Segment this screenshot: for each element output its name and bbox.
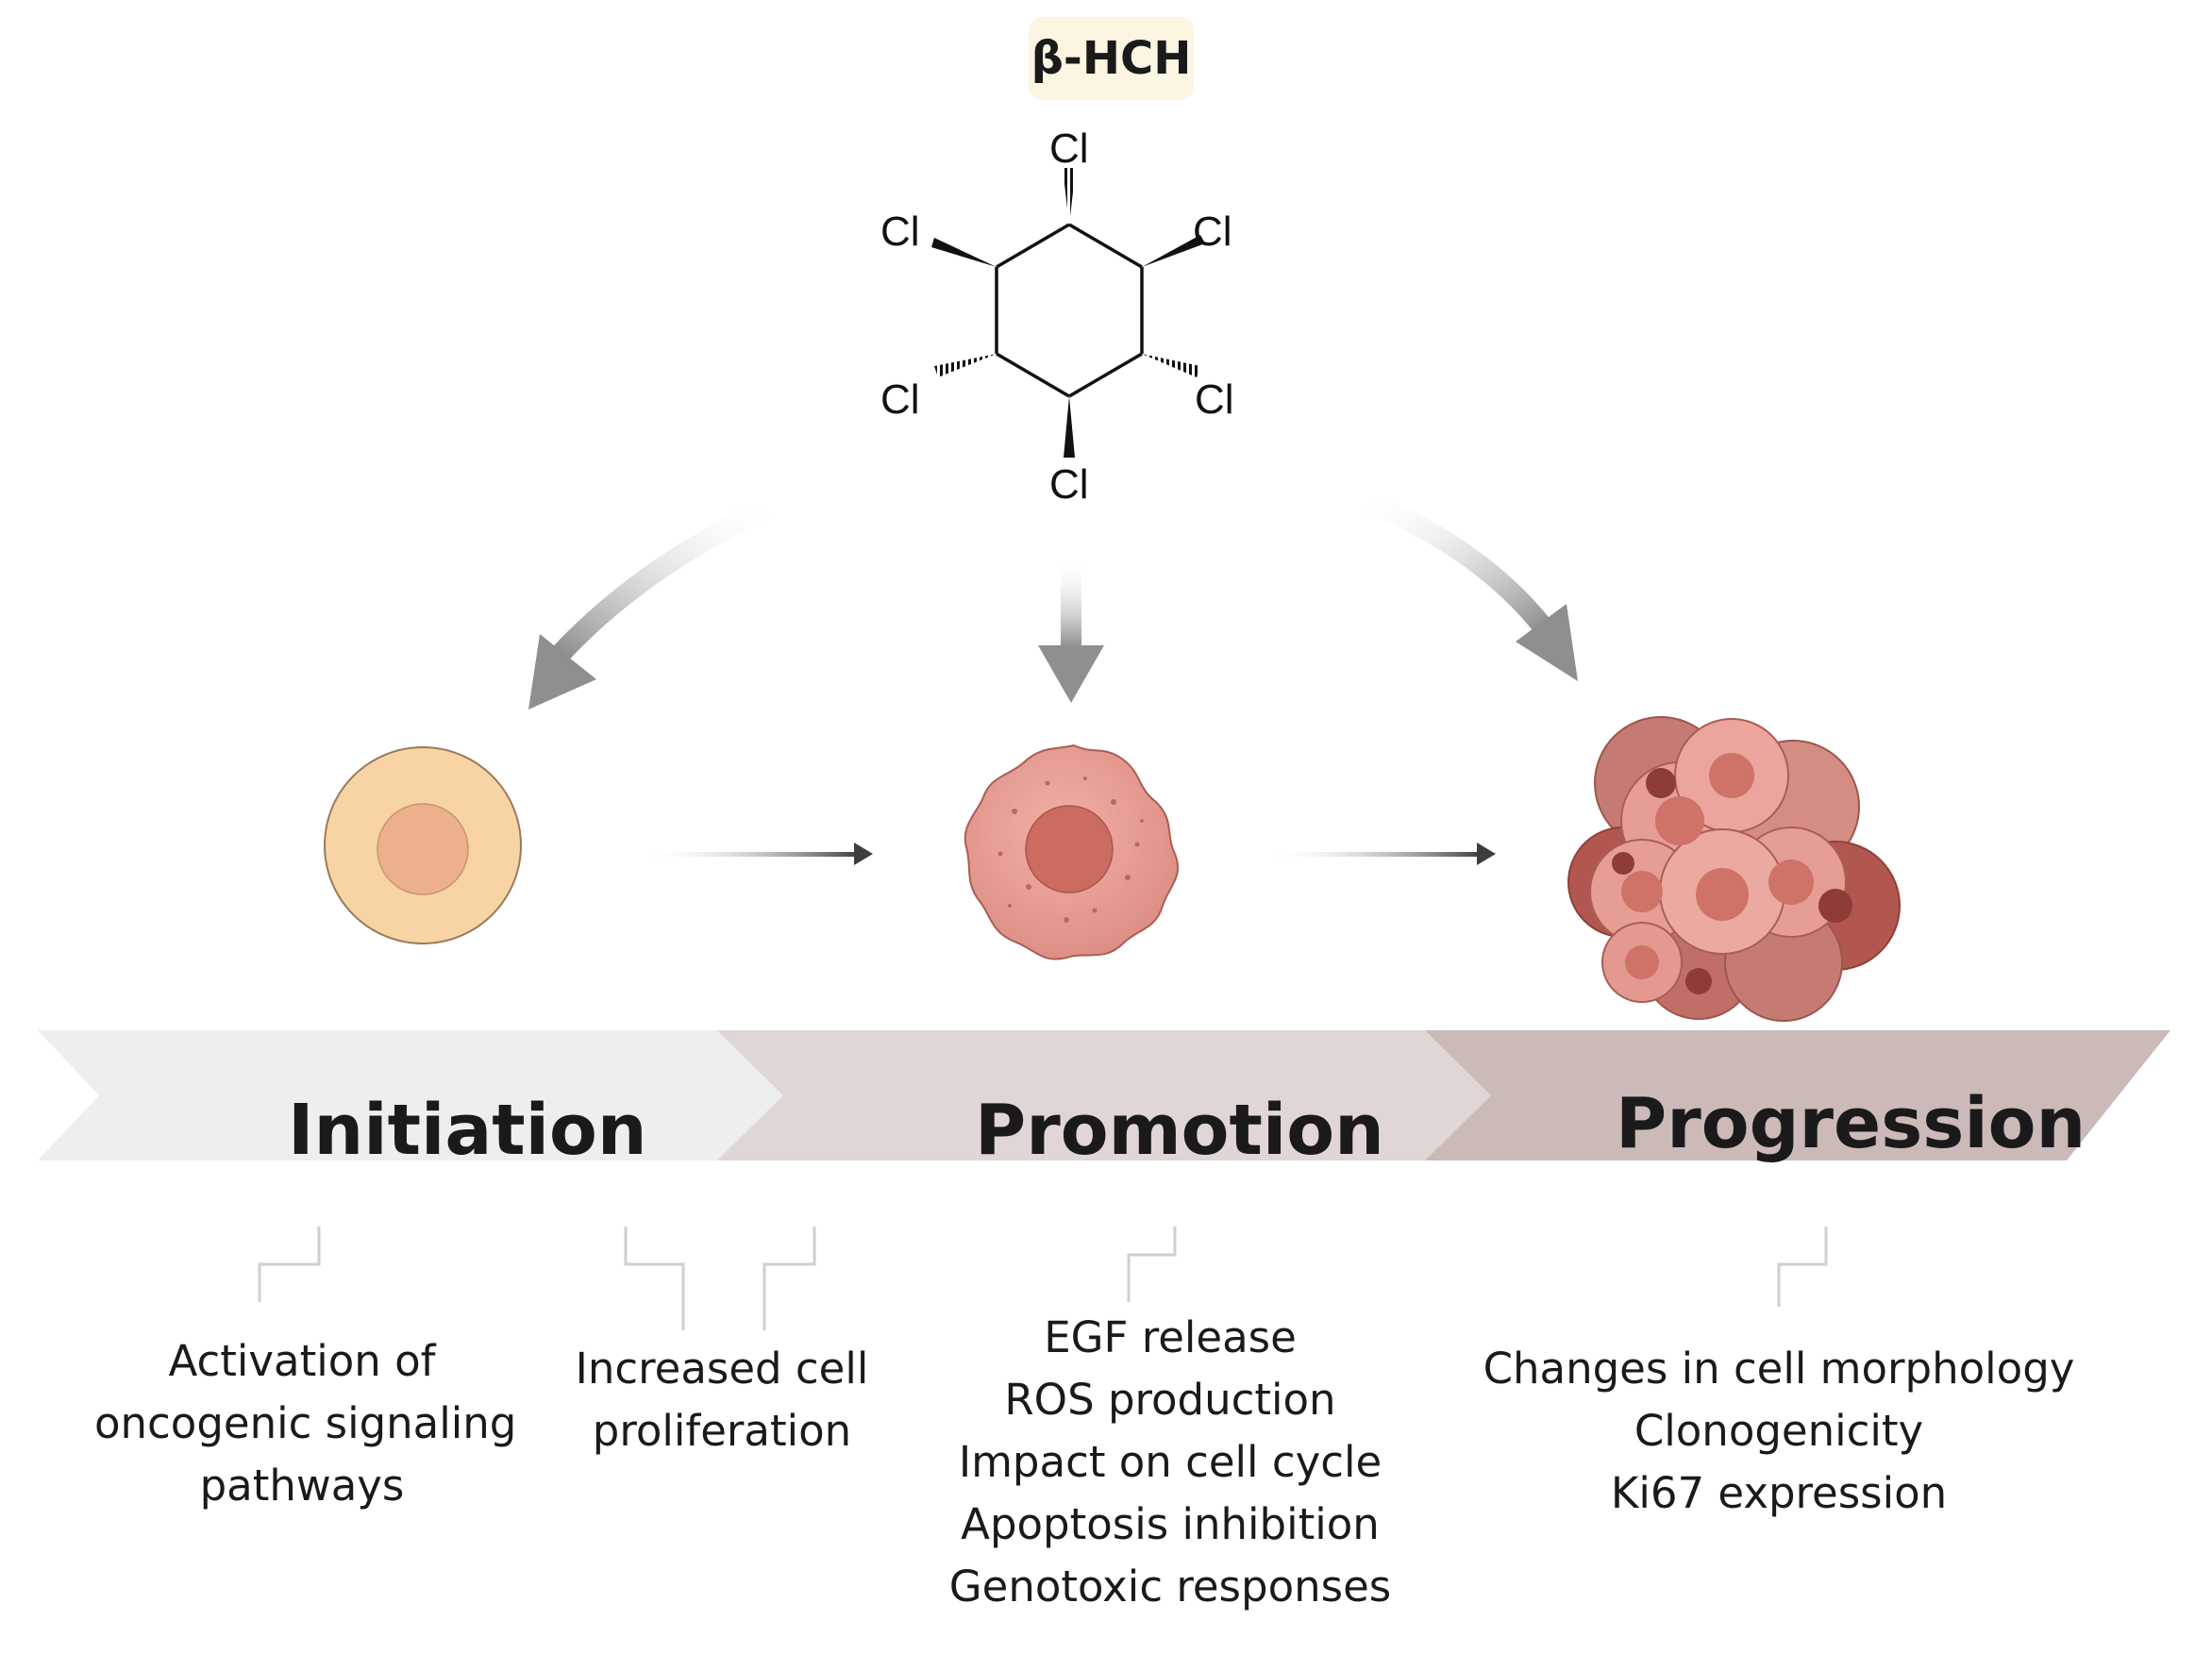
compound-name-badge: β-HCH <box>1029 17 1194 100</box>
promotion-effects: EGF release ROS production Impact on cel… <box>934 1307 1406 1618</box>
connector-line <box>1777 1227 1828 1307</box>
progress-arrow <box>642 843 873 865</box>
chlorine-label: Cl <box>880 209 920 255</box>
ring-bond <box>1068 223 1143 269</box>
effect-text: Clonogenicity <box>1634 1406 1924 1456</box>
effect-text: Increased cell <box>575 1344 869 1394</box>
hashed-bond <box>1142 354 1200 377</box>
normal-cell <box>324 746 522 944</box>
effect-text: Impact on cell cycle <box>958 1437 1382 1487</box>
progression-effects: Changes in cell morphology Clonogenicity… <box>1467 1338 2090 1525</box>
effect-text: pathways <box>199 1461 405 1511</box>
wedge-bond <box>1142 235 1205 267</box>
stage-promotion-label: Promotion <box>975 1090 1384 1171</box>
chlorine-label: Cl <box>1195 376 1234 423</box>
progress-arrow <box>1265 843 1496 865</box>
connector-line <box>1127 1227 1177 1302</box>
tumor-cluster <box>1567 716 1901 1022</box>
promoted-cell <box>964 743 1180 960</box>
ring-bond <box>996 223 1070 269</box>
ring-bond <box>1068 352 1143 398</box>
arrow-to-progression <box>1349 488 1578 681</box>
connector-line <box>762 1227 816 1330</box>
effect-text: EGF release <box>1044 1312 1297 1362</box>
connector-line <box>258 1227 321 1302</box>
hashed-bond <box>934 354 997 377</box>
chlorine-label: Cl <box>880 376 920 423</box>
hashed-bond <box>1063 168 1076 225</box>
effect-text: Genotoxic responses <box>948 1561 1392 1611</box>
chlorine-label: Cl <box>1049 125 1089 172</box>
compound-name: β-HCH <box>1031 32 1192 85</box>
arrow-to-promotion <box>1038 559 1104 703</box>
effect-text: Changes in cell morphology <box>1483 1344 2075 1394</box>
chevron-initiation <box>38 1030 783 1160</box>
arrow-to-initiation <box>528 494 784 710</box>
chevron-promotion <box>717 1030 1491 1160</box>
chevron-progression <box>1425 1030 2170 1160</box>
ring-bond <box>996 352 1070 398</box>
effect-text: Ki67 expression <box>1610 1468 1948 1518</box>
effect-text: oncogenic signaling <box>94 1398 517 1448</box>
initiation-effects-a: Activation of oncogenic signaling pathwa… <box>94 1330 517 1517</box>
effect-text: Activation of <box>168 1336 436 1386</box>
effect-text: Apoptosis inhibition <box>961 1499 1380 1549</box>
connector-line <box>624 1227 685 1330</box>
hch-molecule <box>995 223 1144 398</box>
stage-progression-label: Progression <box>1616 1083 2086 1164</box>
effect-text: proliferation <box>592 1406 852 1456</box>
initiation-effects-b: Increased cell proliferation <box>566 1338 878 1462</box>
chlorine-label: Cl <box>1193 209 1232 255</box>
stage-initiation-label: Initiation <box>288 1090 647 1171</box>
wedge-bond <box>1064 396 1075 458</box>
chlorine-label: Cl <box>1049 461 1089 508</box>
effect-text: ROS production <box>1004 1375 1336 1425</box>
wedge-bond <box>931 238 997 267</box>
connectors <box>258 1227 1828 1330</box>
